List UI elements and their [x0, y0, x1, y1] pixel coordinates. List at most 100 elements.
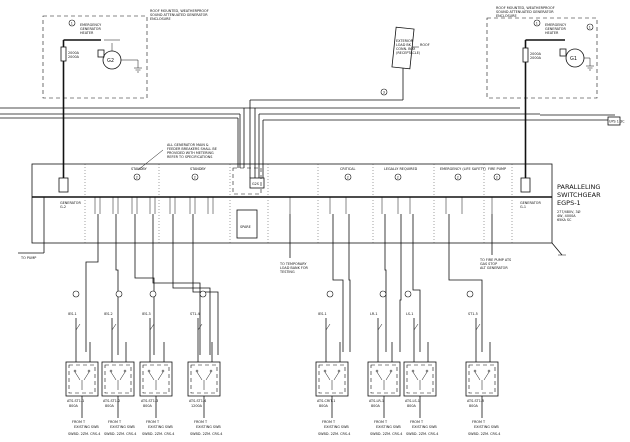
ats-inner	[318, 364, 346, 394]
ats-label: ATS-ST1-3	[141, 399, 158, 403]
generator-right-breaker	[522, 47, 529, 63]
ats-top-label: IES-3	[142, 312, 151, 316]
section-standby-1-tag-text: 2	[136, 175, 138, 179]
section-standby-2-tag	[191, 173, 199, 181]
spare-breaker-box	[236, 209, 258, 239]
ats-contact-icon	[412, 371, 419, 381]
ats-label: ATS-LS-1	[405, 399, 420, 403]
metering-note: ALL GENERATOR MAIN & FEEDER BREAKERS SHA…	[137, 143, 217, 171]
ats-from-1: FROM T	[194, 420, 208, 424]
generator-left: ROOF MOUNTED, WEATHERPROOF SOUND ATTENUA…	[42, 9, 209, 178]
ats-from-1: FROM T	[72, 420, 86, 424]
ats-from-2: EXISTING SWB	[376, 425, 401, 429]
ats-label: ATS-ST1-2	[103, 399, 120, 403]
ats-from-1: FROM T	[374, 420, 388, 424]
generator-right-tag-text: 1	[589, 25, 591, 29]
ats-contact-icon	[110, 371, 117, 381]
ats-amps: 800A	[69, 404, 78, 408]
feeder-tag	[466, 290, 474, 298]
ats-contact-icon	[474, 371, 481, 381]
ats-from-1: FROM T	[322, 420, 336, 424]
ats-contact-icon	[483, 371, 490, 381]
ats-top-label: IES-2	[104, 312, 113, 316]
ats-top-label: LR-1	[370, 312, 378, 316]
ats-from-1: FROM T	[108, 420, 122, 424]
generator-right-note-1: ROOF MOUNTED, WEATHERPROOF	[496, 6, 555, 10]
ats-label: ATS-ST1-4	[189, 399, 206, 403]
ats-contact-icon	[205, 371, 212, 381]
load-bank-label-2: LOAD BK	[396, 43, 412, 47]
ats-contact-icon	[148, 371, 155, 381]
switchgear-title-2: SWITCHGEAR	[557, 191, 601, 199]
section-emergency-name: EMERGENCY (LIFE SAFETY)	[440, 167, 486, 171]
feeders-right	[326, 214, 483, 352]
ats-contact-icon	[74, 371, 81, 381]
load-bank-label-4: (RECEPTACLE)	[396, 51, 421, 55]
section-legally-required-tag	[394, 173, 402, 181]
heater-left-label-2: GENERATOR	[80, 27, 101, 31]
generator-right-note-3: ENCLOSURE	[496, 14, 517, 18]
section-critical-tag-text: 2	[347, 175, 349, 179]
metering-note-2: FEEDER BREAKERS SHALL BE	[167, 147, 217, 151]
section-fire-pump-name: FIRE PUMP	[488, 167, 506, 171]
gen-control-box	[249, 177, 265, 189]
ups-tag: UPS 1 3C	[609, 120, 625, 124]
feeder-tag	[72, 290, 80, 298]
generator-left-breaker-label-2: 2000A	[68, 55, 80, 59]
generator-left-tag	[68, 19, 76, 27]
gen-left-label-1: GENERATOR	[60, 201, 81, 205]
ground-feed-label: TO PUMP	[20, 256, 36, 260]
feeder-tag	[115, 290, 123, 298]
metering-note-1: ALL GENERATOR MAIN &	[167, 143, 209, 147]
generator-right-tag	[586, 23, 594, 31]
firepump-label-1: TO FIRE PUMP ATS	[479, 258, 511, 262]
load-bank-tag	[380, 88, 388, 96]
generator-left-breaker	[60, 46, 67, 62]
load-bank-tag-text: 3	[383, 90, 385, 94]
ats-contact-icon	[157, 371, 164, 381]
ats-top-label: ST1-4	[190, 312, 200, 316]
ats-from-3: SWBD. 2ZM. CRS-4	[406, 432, 438, 436]
roof-label: ROOF	[420, 43, 430, 47]
generator-left-note-3: ENCLOSURE	[150, 17, 171, 21]
switchgear-sub-2: 4W, 4000A	[557, 214, 576, 218]
generator-left-enclosure	[42, 15, 148, 99]
ats-contact-icon	[421, 371, 428, 381]
ats-from-1: FROM T	[410, 420, 424, 424]
loadbank-label-3: TESTING	[279, 270, 295, 274]
ats-amps: 1200A	[191, 404, 203, 408]
ats-from-3: SWBD. 2ZM. CRS-4	[142, 432, 174, 436]
ats-switch-box	[315, 361, 349, 397]
section-legally-required-tag-text: 2	[397, 175, 399, 179]
ats-from-3: SWBD. 2ZM. CRS-4	[468, 432, 500, 436]
ups-box	[607, 116, 621, 126]
ats-contact-icon	[324, 371, 331, 381]
ats-from-2: EXISTING SWB	[196, 425, 221, 429]
ats-from-3: SWBD. 2ZM. CRS-4	[68, 432, 100, 436]
gen-right-label-2: G-1	[520, 205, 526, 209]
section-standby-2-name: STANDBY	[190, 167, 207, 171]
heater-right-label-1: EMERGENCY	[545, 23, 567, 27]
feeder-tag	[404, 290, 412, 298]
ats-contact-icon	[385, 371, 392, 381]
ats-switch-box	[187, 361, 221, 397]
feed-lines	[0, 107, 540, 178]
ats-top-label: ST1-5	[468, 312, 478, 316]
ats-contact-icon	[376, 371, 383, 381]
loadbank-label-2: LOAD BANK FOR	[280, 266, 308, 270]
heater-right-label-3: HEATER	[545, 31, 559, 35]
ats-from-1: FROM T	[472, 420, 486, 424]
heater-left-label-1: EMERGENCY	[80, 23, 102, 27]
ats-amps: 800A	[407, 404, 416, 408]
load-bank-label-1: EXTERIOR	[396, 39, 414, 43]
switchgear-title-3: EGPS-1	[557, 199, 581, 207]
generator-left-tag-text: 1	[71, 21, 73, 25]
ats-contact-icon	[196, 371, 203, 381]
ats-switch-box	[139, 361, 173, 397]
heater-right-tag	[533, 19, 541, 27]
ats-label: ATS-ST1-5	[467, 399, 484, 403]
